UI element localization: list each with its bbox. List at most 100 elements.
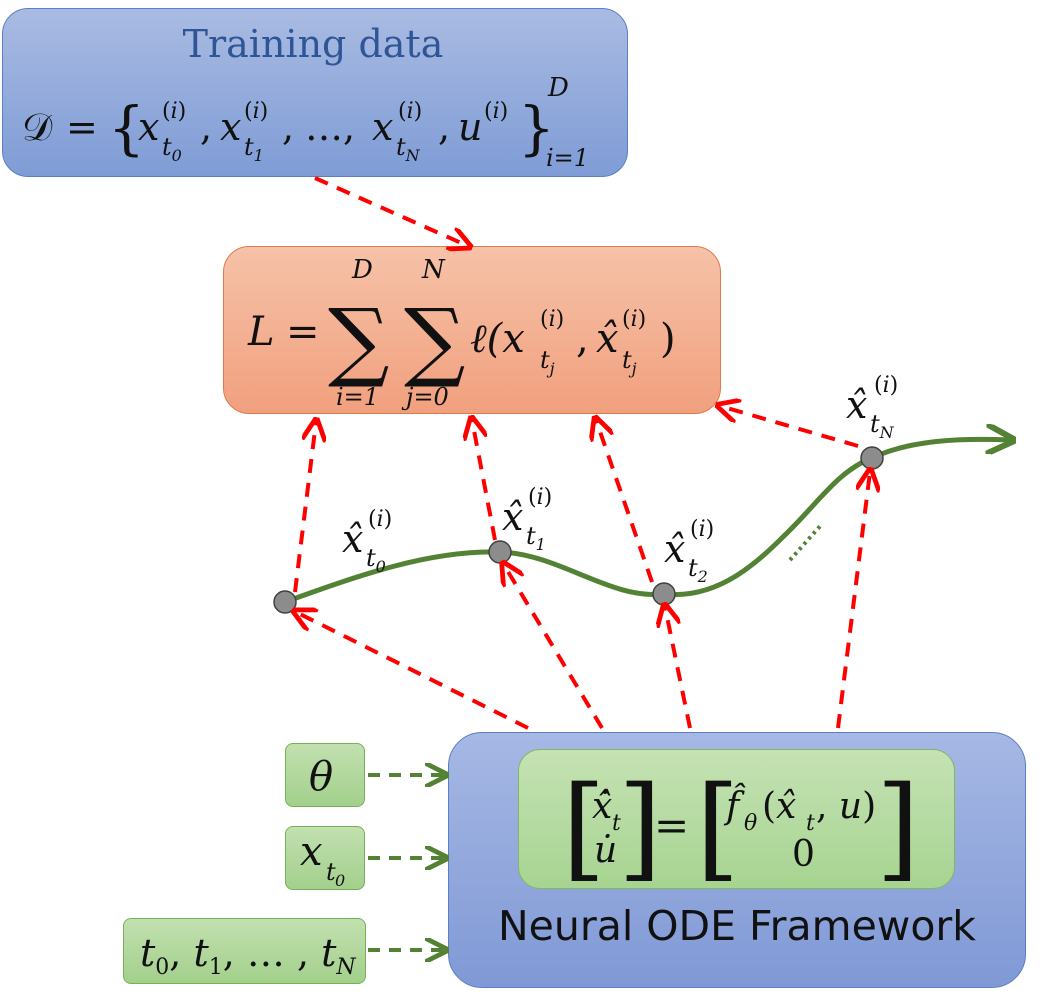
u-dot: u̇ bbox=[594, 830, 617, 871]
svg-text:x̂: x̂ bbox=[664, 527, 685, 571]
arrow-t1-to-loss bbox=[472, 420, 497, 541]
comma1: , bbox=[200, 105, 212, 149]
ode-equation: [ x̂̇ t u̇ ] = [ f̂ θ (x̂ t , u) 0 ] bbox=[562, 763, 920, 893]
arrow-data-to-loss bbox=[314, 176, 468, 246]
sum1-lower: i=1 bbox=[336, 383, 379, 411]
comma2: , bbox=[282, 105, 294, 149]
green-arrows bbox=[368, 775, 444, 950]
loss-x-sup: (i) bbox=[540, 307, 564, 332]
left-bracket-1: [ bbox=[562, 763, 606, 893]
training-data-box bbox=[2, 8, 628, 177]
loss-x-sub: tj bbox=[540, 346, 555, 378]
loss-formula: L = ∑ D i=1 ∑ N j=0 ℓ(x tj (i) , x̂ tj (… bbox=[247, 255, 676, 411]
sum1-upper: D bbox=[351, 255, 373, 285]
loss-xhat: x̂ bbox=[596, 316, 619, 362]
dataset-equals: = bbox=[66, 105, 98, 149]
ode-equation-box bbox=[518, 749, 955, 889]
svg-text:x: x bbox=[300, 829, 323, 875]
point-tN bbox=[860, 446, 884, 470]
comma3: , bbox=[438, 105, 450, 149]
theta-label: θ bbox=[309, 754, 333, 800]
training-data-formula: 𝒟 = { x t0 (i) , x t1 (i) , …, x tN (i) … bbox=[22, 73, 589, 172]
x0-label: x t 0 bbox=[300, 829, 345, 890]
svg-text:x̂: x̂ bbox=[846, 383, 867, 427]
left-bracket-2: [ bbox=[696, 763, 740, 893]
arrow-t0-to-loss bbox=[293, 422, 316, 593]
arrow-fw-to-t1 bbox=[504, 565, 604, 730]
svg-text:(i): (i) bbox=[874, 373, 898, 398]
training-data-title: Training data bbox=[182, 22, 444, 66]
loss-function-box bbox=[223, 246, 721, 414]
loss-xhat-sup: (i) bbox=[622, 307, 646, 332]
x-tN-sub: tN bbox=[396, 133, 421, 165]
x-t1: x bbox=[220, 105, 241, 149]
x-t1-sup: (i) bbox=[244, 99, 268, 124]
loss-ell: ℓ(x bbox=[470, 316, 525, 362]
framework-label: Neural ODE Framework bbox=[497, 902, 977, 950]
x-t1-sub: t1 bbox=[244, 133, 264, 165]
xhat-dot-sub: t bbox=[612, 811, 621, 836]
loss-close-paren: ) bbox=[660, 316, 676, 362]
sum2-lower: j=0 bbox=[401, 383, 449, 411]
ode-equals: = bbox=[654, 801, 689, 850]
label-xhat-t2: x̂ t2 (i) bbox=[664, 517, 714, 586]
u-i: u bbox=[458, 105, 482, 149]
dataset-symbol: 𝒟 bbox=[22, 105, 53, 149]
f-args: (x̂ bbox=[762, 786, 796, 827]
x-t0-sub: t0 bbox=[162, 133, 182, 165]
f-args-sub: t bbox=[806, 811, 815, 836]
loss-comma: , bbox=[576, 316, 589, 362]
loss-xhat-sub: tj bbox=[622, 346, 637, 378]
right-bracket-2: ] bbox=[876, 763, 920, 893]
trajectory-ellipsis bbox=[788, 522, 824, 562]
svg-text:t0: t0 bbox=[366, 544, 386, 576]
left-brace: { bbox=[108, 94, 145, 162]
zero: 0 bbox=[792, 834, 815, 875]
label-xhat-tN: x̂ tN (i) bbox=[846, 373, 898, 442]
initial-state-input-box bbox=[285, 826, 365, 890]
svg-text:0: 0 bbox=[335, 871, 345, 890]
xhat-dot-t: x̂̇ bbox=[592, 786, 612, 827]
right-bracket-1: ] bbox=[618, 763, 662, 893]
x-t0: x bbox=[138, 105, 159, 149]
label-xhat-t0: x̂ t0 (i) bbox=[342, 507, 392, 576]
sum-sign-i: ∑ bbox=[328, 291, 389, 391]
arrow-tN-to-loss bbox=[720, 406, 859, 448]
f-args-rest: , u) bbox=[816, 786, 876, 827]
trajectory-curve bbox=[284, 439, 1010, 605]
point-t1 bbox=[488, 540, 512, 564]
svg-text:t2: t2 bbox=[688, 554, 708, 586]
svg-text:t1: t1 bbox=[526, 522, 546, 554]
time-points-label: t0, t1, … , tN bbox=[140, 931, 356, 980]
svg-text:t: t bbox=[326, 858, 336, 886]
x-tN-sup: (i) bbox=[398, 99, 422, 124]
loss-equals: = bbox=[286, 309, 320, 355]
f-theta-sub: θ bbox=[744, 811, 757, 836]
lower-index: i=1 bbox=[546, 144, 589, 172]
arrow-fw-to-tN bbox=[836, 472, 870, 729]
arrow-fw-to-t0 bbox=[296, 612, 529, 730]
upper-index: D bbox=[547, 73, 569, 103]
sum2-upper: N bbox=[421, 255, 446, 285]
red-arrows bbox=[293, 176, 870, 730]
svg-text:x̂: x̂ bbox=[502, 495, 523, 539]
x-tN: x bbox=[372, 105, 393, 149]
svg-text:(i): (i) bbox=[368, 507, 392, 532]
label-xhat-t1: x̂ t1 (i) bbox=[502, 485, 552, 554]
theta-input-box bbox=[285, 743, 365, 807]
svg-text:(i): (i) bbox=[528, 485, 552, 510]
point-t0 bbox=[273, 590, 297, 614]
u-i-sup: (i) bbox=[484, 99, 508, 124]
f-theta: f̂ bbox=[723, 783, 746, 827]
svg-text:t0, t1, … , tN: t0, t1, … , tN bbox=[140, 931, 356, 980]
right-brace: } bbox=[518, 94, 555, 162]
svg-text:(i): (i) bbox=[690, 517, 714, 542]
svg-text:tN: tN bbox=[870, 410, 895, 442]
time-points-input-box bbox=[123, 918, 366, 984]
svg-text:x̂: x̂ bbox=[342, 517, 363, 561]
loss-lhs: L bbox=[247, 309, 275, 355]
sum-sign-j: ∑ bbox=[404, 291, 465, 391]
point-t2 bbox=[652, 582, 676, 606]
x-t0-sup: (i) bbox=[162, 99, 186, 124]
